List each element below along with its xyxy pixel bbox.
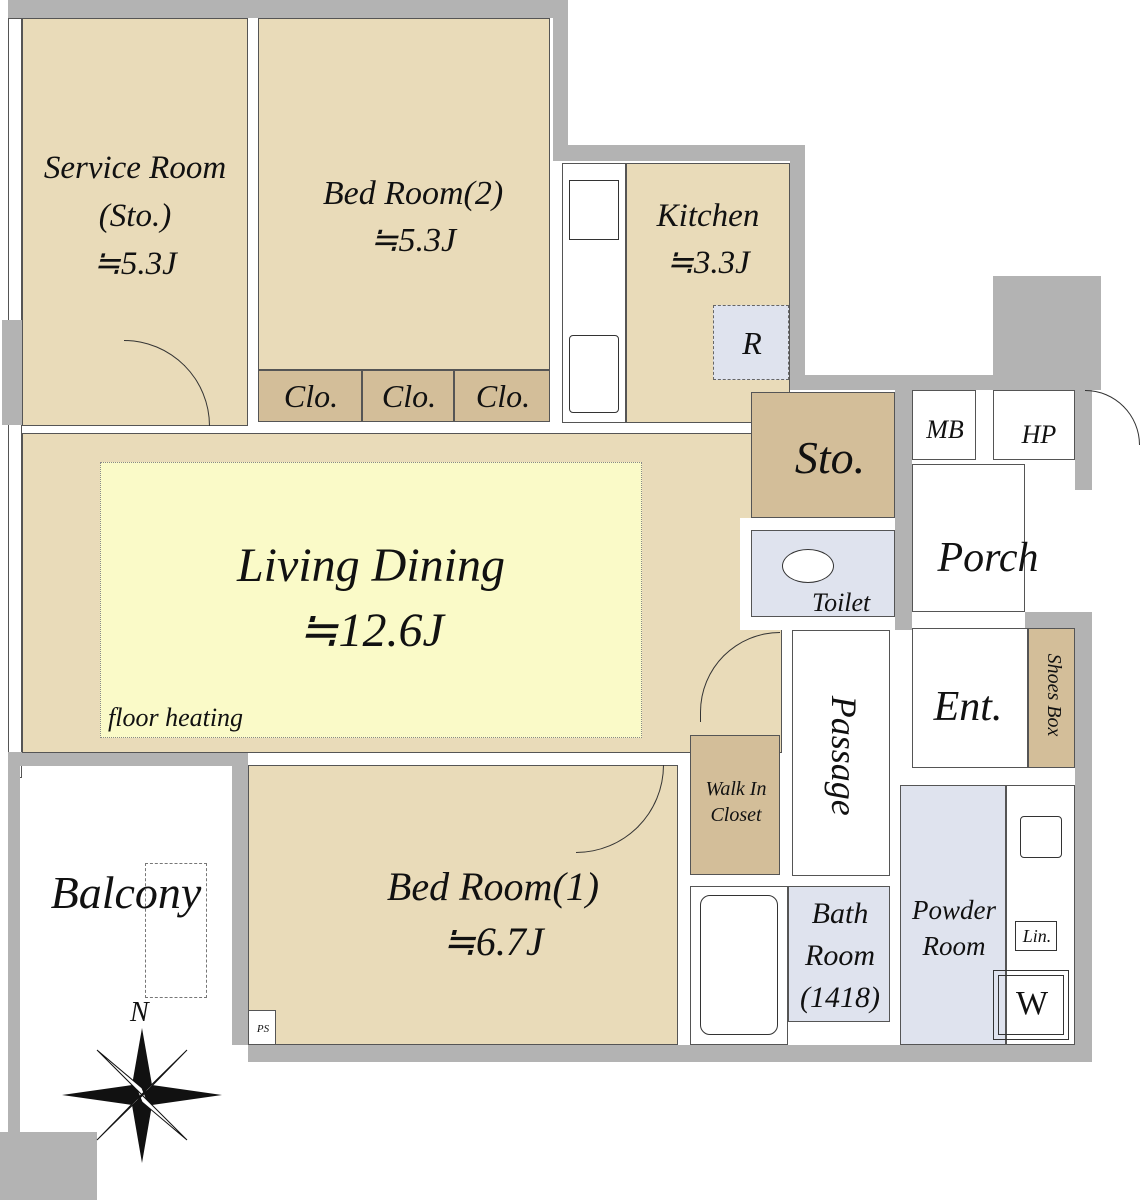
ps-label: PS — [256, 1023, 270, 1035]
living-area: ≒12.6J — [298, 604, 444, 657]
hp-label: HP — [1021, 420, 1057, 449]
pipe-space: PS — [248, 1010, 276, 1045]
porch-label: Porch — [937, 535, 1039, 581]
bedroom-2-label: Bed Room(2) — [322, 175, 504, 212]
service-room-label: Service Room — [43, 150, 227, 186]
bath-room: Bath Room (1418) — [788, 886, 890, 1022]
closet: Clo. — [362, 370, 454, 422]
compass-north: N — [130, 997, 149, 1028]
balcony-label: Balcony — [50, 867, 202, 918]
bedroom-2-area: ≒5.3J — [369, 222, 457, 259]
closet-label: Clo. — [381, 378, 437, 414]
sink-icon — [569, 335, 619, 413]
entrance: Ent. — [912, 628, 1028, 768]
bedroom-2 — [258, 18, 550, 370]
compass-rose-icon — [62, 1028, 222, 1163]
service-room-sub: (Sto.) — [98, 198, 172, 234]
mb-label: MB — [926, 415, 964, 444]
kitchen-counter — [562, 163, 626, 423]
pillar — [0, 1132, 97, 1200]
wic-label: Walk In — [705, 778, 767, 800]
floor-heating-area — [100, 462, 642, 738]
wall — [8, 752, 248, 766]
balcony-wall — [8, 766, 20, 1132]
wall — [1075, 612, 1092, 1062]
storage: Sto. — [751, 392, 895, 518]
wall — [790, 145, 805, 390]
living-label: Living Dining — [236, 539, 505, 592]
shoes-box-label: Shoes Box — [1043, 653, 1065, 737]
bedroom-1-area: ≒6.7J — [442, 919, 544, 964]
bath-label: Bath — [811, 897, 869, 930]
entrance-label: Ent. — [933, 684, 1003, 730]
wic-label: Closet — [710, 804, 762, 826]
bathtub-icon — [700, 895, 778, 1035]
powder-label: Powder — [912, 895, 996, 925]
service-room-area: ≒5.3J — [93, 246, 177, 282]
refrigerator-space: R — [713, 305, 789, 380]
toilet-label: Toilet — [812, 588, 871, 617]
vanity-area: Lin. W — [993, 785, 1075, 1045]
washer-inner — [998, 975, 1064, 1035]
evacuation-hatch — [145, 863, 207, 998]
kitchen-label: Kitchen — [656, 198, 760, 234]
stove-icon — [569, 180, 619, 240]
toilet: Toilet — [751, 530, 895, 617]
floor-heating-note: floor heating — [108, 703, 244, 732]
bathtub-area — [690, 886, 788, 1045]
wall — [553, 145, 805, 161]
linen-cabinet: Lin. — [1015, 921, 1057, 951]
porch: Porch — [912, 464, 1039, 612]
wall — [248, 1045, 1092, 1062]
wall — [993, 276, 1101, 390]
toilet-icon — [782, 549, 834, 583]
linen-label: Lin. — [1022, 926, 1052, 946]
meter-box: MB — [912, 390, 976, 460]
kitchen-area: ≒3.3J — [666, 245, 750, 281]
powder-room: Powder Room — [900, 785, 1006, 1045]
wall — [895, 380, 912, 630]
closet-label: Clo. — [283, 378, 339, 414]
passage-label: Passage — [823, 695, 864, 816]
heat-pump: HP — [993, 390, 1075, 460]
washer-space: W — [993, 970, 1069, 1040]
closet: Clo. — [258, 370, 362, 422]
bath-label: Room — [805, 939, 875, 972]
washer-label: W — [1015, 985, 1049, 1022]
bedroom-1-label: Bed Room(1) — [386, 864, 600, 909]
door-swing[interactable] — [1085, 390, 1140, 445]
powder-label: Room — [922, 931, 986, 961]
shoes-box: Shoes Box — [1028, 628, 1075, 768]
wash-basin-icon — [1020, 816, 1062, 858]
storage-label: Sto. — [794, 432, 866, 483]
wall — [232, 765, 248, 1045]
wall — [8, 0, 568, 18]
walk-in-closet: Walk In Closet — [690, 735, 780, 875]
passage: Passage — [792, 630, 890, 876]
closet: Clo. — [454, 370, 550, 422]
refrigerator-label: R — [742, 325, 762, 361]
bath-label: (1418) — [800, 981, 880, 1014]
closet-label: Clo. — [475, 378, 531, 414]
wall — [553, 0, 568, 160]
